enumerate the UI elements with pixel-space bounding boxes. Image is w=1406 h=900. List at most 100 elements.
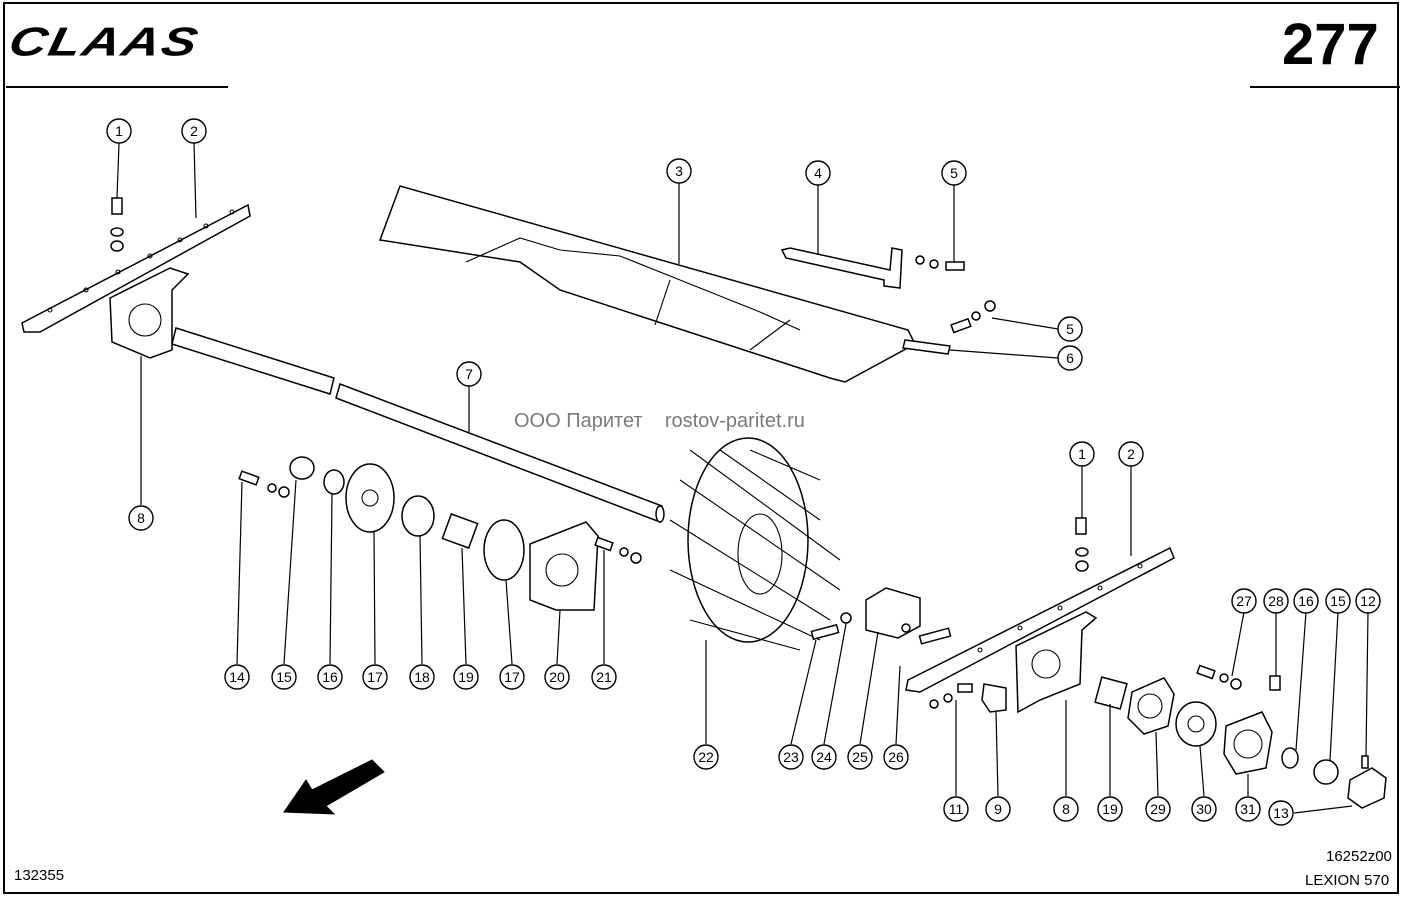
header-rule-right: [1250, 86, 1400, 88]
svg-text:28: 28: [1268, 593, 1284, 609]
svg-text:4: 4: [814, 165, 822, 181]
callout-8: 8: [1053, 796, 1079, 822]
direction-arrow-icon: [283, 759, 385, 815]
left-bracket-part: [109, 267, 190, 359]
leader-lines: [116, 142, 1369, 814]
right-hardware-part: [929, 664, 1387, 809]
callout-26: 26: [883, 744, 909, 770]
svg-text:19: 19: [458, 669, 474, 685]
bearing-stack-part: [238, 456, 642, 611]
svg-text:5: 5: [950, 165, 958, 181]
callout-8: 8: [128, 505, 154, 531]
document-number: 132355: [14, 867, 65, 884]
svg-text:8: 8: [1062, 801, 1070, 817]
svg-text:1: 1: [115, 123, 123, 139]
callout-5: 5: [941, 160, 967, 186]
drawing-code: 16252z00: [1326, 848, 1392, 865]
callout-4: 4: [805, 160, 831, 186]
callout-14: 14: [224, 664, 250, 690]
svg-text:24: 24: [816, 749, 832, 765]
callout-12: 12: [1355, 588, 1381, 614]
svg-text:19: 19: [1102, 801, 1118, 817]
watermark-website: rostov-paritet.ru: [664, 410, 805, 432]
svg-text:17: 17: [367, 669, 383, 685]
svg-text:16: 16: [1298, 593, 1314, 609]
svg-text:23: 23: [783, 749, 799, 765]
callout-17: 17: [499, 664, 525, 690]
svg-text:7: 7: [465, 366, 473, 382]
svg-text:6: 6: [1066, 350, 1074, 366]
callout-3: 3: [666, 158, 692, 184]
shaft-part: [171, 327, 665, 524]
callout-20: 20: [544, 664, 570, 690]
callout-2: 2: [181, 118, 207, 144]
svg-text:20: 20: [549, 669, 565, 685]
svg-text:27: 27: [1236, 593, 1252, 609]
svg-text:30: 30: [1196, 801, 1212, 817]
callout-25: 25: [847, 744, 873, 770]
watermark-company: ООО Паритет: [514, 410, 643, 432]
svg-text:5: 5: [1066, 321, 1074, 337]
svg-text:17: 17: [504, 669, 520, 685]
callout-21: 21: [591, 664, 617, 690]
callout-1: 1: [1069, 441, 1095, 467]
top-cover-part: [378, 185, 916, 383]
callout-18: 18: [409, 664, 435, 690]
model-name: LEXION 570: [1305, 872, 1390, 889]
svg-text:29: 29: [1150, 801, 1166, 817]
right-bracket-part: [1015, 517, 1098, 714]
callout-9: 9: [985, 796, 1011, 822]
svg-text:9: 9: [994, 801, 1002, 817]
svg-text:14: 14: [229, 669, 245, 685]
svg-text:22: 22: [698, 749, 714, 765]
svg-text:16: 16: [322, 669, 338, 685]
small-bracket-part: [780, 247, 903, 289]
bolt-set-part: [902, 255, 996, 355]
svg-text:15: 15: [276, 669, 292, 685]
svg-text:25: 25: [852, 749, 868, 765]
svg-text:15: 15: [1330, 593, 1346, 609]
callout-19: 19: [453, 664, 479, 690]
callout-15: 15: [1325, 588, 1351, 614]
callout-5: 5: [1057, 316, 1083, 342]
svg-text:12: 12: [1360, 593, 1376, 609]
callout-7: 7: [456, 361, 482, 387]
svg-text:11: 11: [949, 801, 964, 817]
svg-text:1: 1: [1078, 446, 1086, 462]
callout-31: 31: [1235, 796, 1261, 822]
callout-23: 23: [778, 744, 804, 770]
callout-13: 13: [1268, 800, 1294, 826]
callout-19: 19: [1097, 796, 1123, 822]
left-bolt-part: [110, 197, 124, 252]
svg-text:2: 2: [190, 123, 198, 139]
svg-text:13: 13: [1273, 805, 1289, 821]
callout-1: 1: [106, 118, 132, 144]
callout-17: 17: [362, 664, 388, 690]
left-strip-part: [21, 203, 251, 333]
callout-30: 30: [1191, 796, 1217, 822]
callout-2: 2: [1118, 441, 1144, 467]
svg-text:26: 26: [888, 749, 904, 765]
callout-16: 16: [1293, 588, 1319, 614]
svg-text:2: 2: [1127, 446, 1135, 462]
fan-part: [669, 437, 841, 651]
svg-text:31: 31: [1240, 801, 1256, 817]
callout-27: 27: [1231, 588, 1257, 614]
callout-29: 29: [1145, 796, 1171, 822]
header-rule-left: [6, 86, 228, 88]
svg-text:21: 21: [596, 669, 612, 685]
bolt-block-part: [810, 587, 952, 645]
right-strip-part: [905, 546, 1175, 693]
svg-text:8: 8: [137, 510, 145, 526]
callout-28: 28: [1263, 588, 1289, 614]
callout-11: 11: [943, 796, 969, 822]
page-number: 277: [1282, 12, 1379, 77]
callout-22: 22: [693, 744, 719, 770]
callout-15: 15: [271, 664, 297, 690]
callout-24: 24: [811, 744, 837, 770]
svg-text:3: 3: [675, 163, 683, 179]
callout-16: 16: [317, 664, 343, 690]
callout-6: 6: [1057, 345, 1083, 371]
watermark: ООО Паритет rostov-paritet.ru: [514, 410, 805, 433]
